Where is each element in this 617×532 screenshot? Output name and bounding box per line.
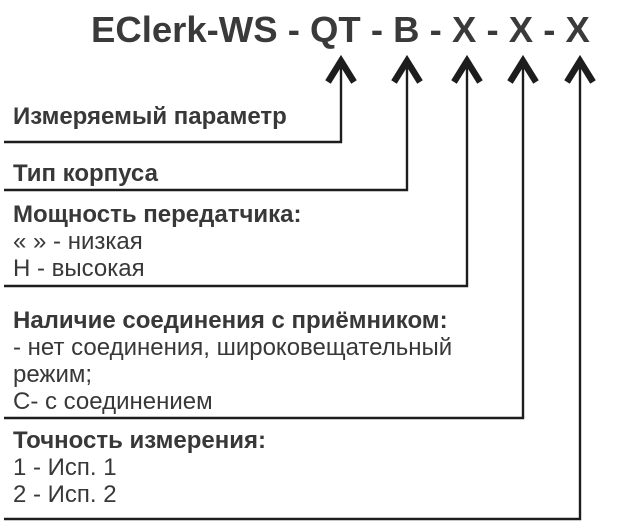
model-code-title: EClerk-WS - QT - B - X - X - X <box>91 9 590 50</box>
option-line: - нет соединения, широковещательный <box>13 334 453 361</box>
section-receiver-connection: Наличие соединения с приёмником: - нет с… <box>13 307 452 415</box>
option-line: режим; <box>13 361 93 388</box>
option-line: 1 - Исп. 1 <box>13 454 117 481</box>
callout-line <box>4 66 582 521</box>
callout-arrow-receiver-connection <box>4 54 539 420</box>
callout-arrow-transmitter-power <box>4 54 483 288</box>
option-line: 2 - Исп. 2 <box>13 481 117 508</box>
section-measured-parameter: Измеряемый параметр <box>13 103 287 130</box>
section-title: Тип корпуса <box>13 160 158 187</box>
callout-arrow-body-type <box>4 54 423 192</box>
section-title: Мощность передатчика: <box>13 201 302 228</box>
section-body-type: Тип корпуса <box>13 160 158 187</box>
callout-line <box>4 66 469 288</box>
up-arrow-icon <box>564 54 596 84</box>
section-title: Измеряемый параметр <box>13 103 287 130</box>
option-line: « » - низкая <box>13 228 143 255</box>
callout-arrow-measurement-accuracy <box>4 54 596 521</box>
callout-line <box>4 66 525 420</box>
up-arrow-icon <box>451 54 483 84</box>
option-line: Н - высокая <box>13 255 145 282</box>
section-title: Наличие соединения с приёмником: <box>13 307 448 334</box>
callout-line <box>4 66 343 144</box>
up-arrow-icon <box>325 54 357 84</box>
section-title: Точность измерения: <box>13 427 266 454</box>
section-transmitter-power: Мощность передатчика: « » - низкая Н - в… <box>13 201 302 282</box>
option-line: С- с соединением <box>13 388 213 415</box>
up-arrow-icon <box>391 54 423 84</box>
up-arrow-icon <box>507 54 539 84</box>
section-measurement-accuracy: Точность измерения: 1 - Исп. 1 2 - Исп. … <box>13 427 266 508</box>
callout-line <box>4 66 409 192</box>
callout-arrow-measured-parameter <box>4 54 357 144</box>
